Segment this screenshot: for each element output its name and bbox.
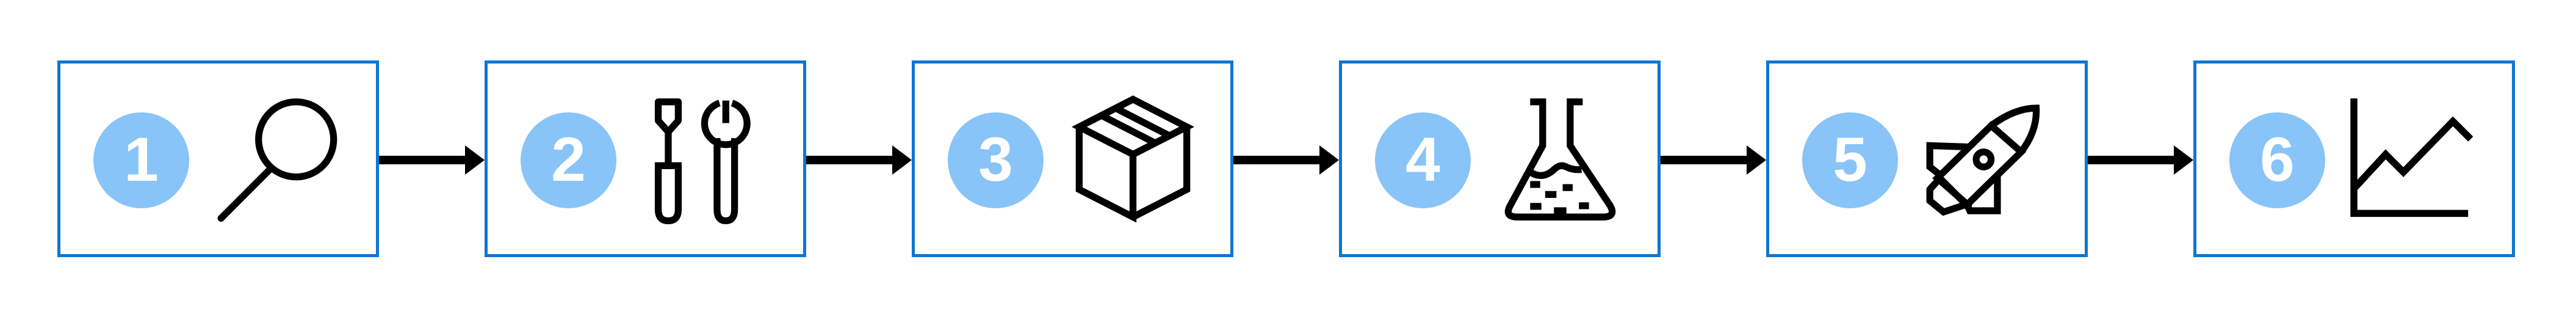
arrow-head — [1747, 145, 1766, 175]
step-box-2: 2 — [485, 60, 806, 257]
step-number: 3 — [978, 124, 1013, 194]
arrow-shaft — [1661, 156, 1747, 164]
arrow-head — [465, 145, 485, 175]
step-box-3: 3 — [912, 60, 1233, 257]
flow-arrow — [2088, 145, 2193, 175]
arrow-shaft — [2088, 156, 2174, 164]
step-number-badge: 5 — [1802, 112, 1898, 208]
arrow-head — [1319, 145, 1339, 175]
package-icon — [1070, 95, 1196, 223]
step-number: 5 — [1833, 124, 1867, 194]
step-box-5: 5 — [1766, 60, 2088, 257]
arrow-shaft — [806, 156, 892, 164]
search-icon — [216, 96, 341, 223]
step-number-badge: 2 — [521, 112, 616, 208]
step-number: 2 — [551, 124, 586, 194]
step-number-badge: 6 — [2229, 112, 2325, 208]
flow-arrow — [379, 145, 485, 175]
step-number: 1 — [124, 124, 159, 194]
step-number-badge: 4 — [1375, 112, 1471, 208]
flow-arrow — [1661, 145, 1766, 175]
arrow-shaft — [379, 156, 465, 164]
arrow-head — [2174, 145, 2193, 175]
step-box-6: 6 — [2193, 60, 2515, 257]
flow-arrow — [1233, 145, 1339, 175]
rocket-icon — [1925, 96, 2050, 223]
chart-icon — [2343, 96, 2474, 223]
flask-icon — [1498, 96, 1623, 223]
step-number: 6 — [2260, 124, 2295, 194]
step-number-badge: 1 — [93, 112, 189, 208]
arrow-head — [892, 145, 912, 175]
step-number: 4 — [1405, 124, 1440, 194]
step-number-badge: 3 — [948, 112, 1044, 208]
flow-arrow — [806, 145, 912, 175]
step-box-4: 4 — [1339, 60, 1661, 257]
step-box-1: 1 — [57, 60, 379, 257]
tools-icon — [643, 96, 768, 225]
arrow-shaft — [1233, 156, 1319, 164]
